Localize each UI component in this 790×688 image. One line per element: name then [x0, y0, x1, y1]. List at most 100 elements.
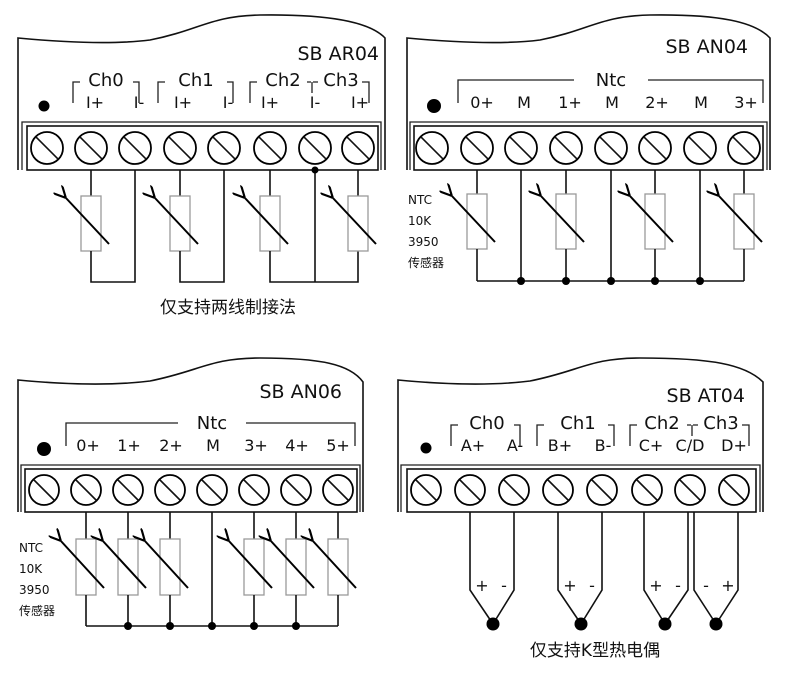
group-bracket	[457, 79, 764, 103]
junction-dot	[562, 277, 570, 285]
terminal-label: I-	[223, 93, 234, 112]
status-led-icon	[420, 442, 432, 454]
variable-arrow	[540, 195, 585, 243]
polarity-label: -	[501, 576, 507, 595]
terminal-screw	[454, 474, 486, 506]
junction-dot	[517, 277, 525, 285]
terminal-screw	[207, 131, 241, 165]
variable-arrow	[65, 197, 110, 245]
screw-slot	[35, 136, 59, 160]
channel-label-ch2: Ch2	[644, 413, 679, 434]
thermistor-icon	[270, 539, 315, 596]
sensor-type-label: NTC	[19, 541, 43, 555]
junction-dot	[696, 277, 704, 285]
terminal-screw	[154, 474, 186, 506]
terminal-screw	[30, 131, 64, 165]
variable-arrow	[270, 540, 315, 589]
module-housing-outline	[406, 14, 771, 170]
terminal-screw	[638, 131, 672, 165]
terminal-screw	[196, 474, 228, 506]
junction-dot	[250, 622, 258, 630]
thermistor-icon	[244, 196, 289, 252]
thermocouple-lead	[557, 512, 582, 625]
terminal-label: I+	[351, 93, 369, 112]
screw-slot	[546, 478, 570, 502]
screw-slot	[420, 136, 444, 160]
terminal-screw	[74, 131, 108, 165]
terminal-label: 0+	[76, 436, 100, 455]
terminal-label: 3+	[734, 93, 758, 112]
terminal-label: B+	[548, 436, 572, 455]
thermocouple-lead	[643, 512, 666, 625]
status-led-icon	[427, 99, 441, 113]
sensor-b-value-label: 3950	[19, 583, 50, 597]
status-led-icon	[38, 100, 50, 112]
variable-arrow	[228, 540, 273, 589]
sensor-type-label: NTC	[408, 193, 432, 207]
terminal-screw	[253, 131, 287, 165]
thermocouple-junction	[709, 617, 723, 631]
terminal-label: B-	[595, 436, 612, 455]
thermocouple-icon: +-	[643, 512, 689, 631]
terminal-label: I-	[134, 93, 145, 112]
terminal-label: 0+	[470, 93, 494, 112]
terminal-screw	[112, 474, 144, 506]
thermocouple-lead	[715, 512, 739, 625]
thermistor-icon	[332, 196, 377, 252]
terminal-screw	[410, 474, 442, 506]
terminal-screw	[631, 474, 663, 506]
thermocouple-lead	[492, 512, 515, 625]
terminal-label: M	[517, 93, 531, 112]
wire	[179, 170, 225, 283]
terminal-block	[24, 468, 358, 513]
thermistor-icon	[102, 539, 147, 596]
variable-arrow	[718, 195, 763, 243]
thermocouple-junction	[658, 617, 672, 631]
status-led-icon	[37, 442, 51, 456]
junction-dot	[124, 622, 132, 630]
junction-dot	[166, 622, 174, 630]
thermocouple-lead	[693, 512, 717, 625]
channel-label-ch1: Ch1	[178, 70, 213, 91]
polarity-label: +	[563, 576, 576, 595]
terminal-screw	[70, 474, 102, 506]
terminal-label: A+	[461, 436, 485, 455]
variable-arrow	[60, 540, 105, 589]
screw-slot	[74, 478, 98, 502]
screw-slot	[212, 136, 236, 160]
terminal-block-frame-outer	[400, 464, 761, 512]
screw-slot	[678, 478, 702, 502]
channel-label-ch1: Ch1	[560, 413, 595, 434]
terminal-label: 2+	[159, 436, 183, 455]
terminal-label: I+	[86, 93, 104, 112]
channel-brackets	[72, 81, 370, 103]
terminal-label: M	[206, 436, 220, 455]
channel-label-ch3: Ch3	[703, 413, 738, 434]
terminal-label: 3+	[244, 436, 268, 455]
terminal-label: 2+	[645, 93, 669, 112]
terminal-screw	[298, 131, 332, 165]
thermistor-icon	[228, 539, 273, 596]
screw-slot	[458, 478, 482, 502]
polarity-label: +	[649, 576, 662, 595]
terminal-screw	[415, 131, 449, 165]
terminal-label: C+	[639, 436, 664, 455]
terminal-label: M	[694, 93, 708, 112]
variable-arrow	[451, 195, 496, 243]
thermistor-icon	[629, 194, 674, 250]
panel-sb-ar04: SB AR04 Ch0 Ch1 Ch2 Ch3 I+I-I+I-I+I-I+ 仅…	[17, 14, 386, 318]
variable-arrow	[332, 197, 377, 245]
terminal-screw	[727, 131, 761, 165]
sensor-note: NTC 10K 3950 传感器	[19, 541, 55, 618]
terminal-label: 5+	[326, 436, 350, 455]
terminal-label: 1+	[558, 93, 582, 112]
thermocouple-lead	[469, 512, 494, 625]
screw-slot	[722, 478, 746, 502]
terminal-block-frame-outer	[409, 121, 768, 170]
screw-slot	[116, 478, 140, 502]
screw-slot	[200, 478, 224, 502]
